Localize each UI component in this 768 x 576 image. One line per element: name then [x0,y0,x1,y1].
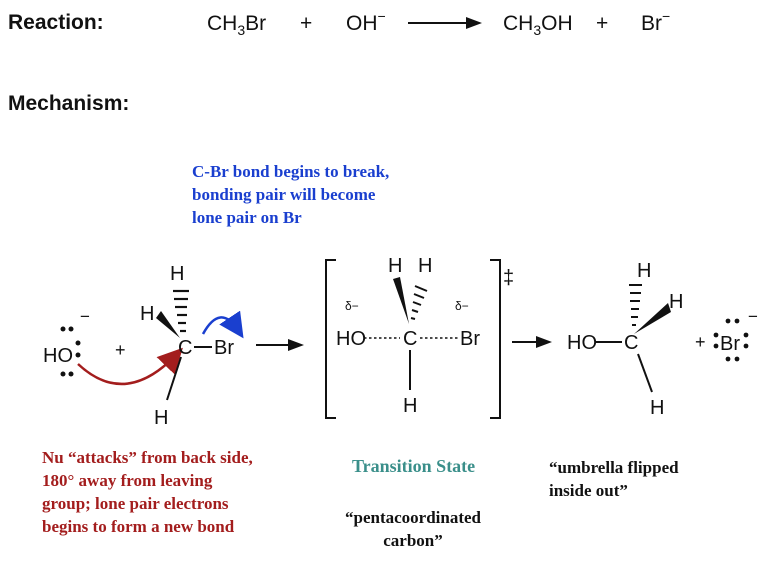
bond-break-line-2: bonding pair will become [192,185,376,204]
attack-line-1: Nu “attacks” from back side, [42,448,253,467]
methanol-product: HO C H H H [567,260,683,419]
reaction-plus-2: + [596,12,608,35]
ts-wedge-bond [393,277,409,324]
product-h-top: H [637,260,651,282]
pentacoordinated-line-2: carbon” [383,531,443,550]
bromide-text: Br [720,333,740,355]
umbrella-note: “umbrella flipped inside out” [549,456,679,502]
reactant-hydroxide: OH− [346,8,386,35]
reaction-equation: CH3Br + OH− CH3OH + Br− [207,8,670,38]
ts-carbon: C [403,328,417,350]
substrate-h-bottom: H [154,407,168,429]
reactant-ch3br: CH3Br [207,12,266,38]
bond-break-line-3: lone pair on Br [192,208,302,227]
umbrella-line-2: inside out” [549,481,628,500]
hydroxide-charge: − [80,307,90,326]
product-bromide: Br− [641,8,670,35]
product-ho: HO [567,332,597,354]
product-hashed-bond [629,284,642,326]
hashed-bond [173,289,189,333]
substrate-h-top: H [170,263,184,285]
ts-delta-left: δ− [345,299,359,313]
product-carbon: C [624,332,638,354]
mechanism-arrow-2 [512,336,552,348]
mechanism-label: Mechanism: [8,92,130,115]
ts-h-top-left: H [388,255,402,277]
attack-line-3: group; lone pair electrons [42,494,229,513]
substrate-h-left: H [140,303,154,325]
c-h-bond [166,356,182,401]
ts-delta-right: δ− [455,299,469,313]
reaction-label: Reaction: [8,11,104,34]
reaction-arrow [408,17,482,29]
substrate-leaving-group: Br [214,337,234,359]
pentacoordinated-note: “pentacoordinated carbon” [340,506,486,552]
ts-h-top-right: H [418,255,432,277]
transition-state: HO δ− C Br δ− H H H [336,255,480,417]
attack-arrow [77,347,183,386]
product-ch3oh: CH3OH [503,12,573,38]
mechanism-plus-1: + [115,340,126,360]
attack-note: Nu “attacks” from back side, 180° away f… [42,446,253,538]
pentacoordinated-line-1: “pentacoordinated [345,508,481,527]
attack-line-2: 180° away from leaving [42,471,213,490]
lone-pair-dots [60,326,81,377]
reaction-plus-1: + [300,12,312,35]
hydroxide-nucleophile: HO − [43,307,90,377]
ts-hashed-bond [410,285,428,320]
methyl-bromide: H H C Br H [140,263,234,429]
product-c-h-bond [637,353,653,393]
ts-br: Br [460,328,480,350]
right-bracket [490,259,501,419]
hydroxide-text: HO [43,345,73,367]
product-h-bottom: H [650,397,664,419]
bond-break-note: C-Br bond begins to break, bonding pair … [192,160,389,229]
wedge-bond [156,311,180,338]
double-dagger: ‡ [503,267,514,289]
product-wedge-bond [634,303,671,334]
left-bracket [325,259,336,419]
mechanism-arrow-1 [256,339,304,351]
transition-state-label: Transition State [352,456,476,476]
ts-h-bottom: H [403,395,417,417]
product-h-right: H [669,291,683,313]
bromide-lone-pairs [713,318,749,362]
attack-line-4: begins to form a new bond [42,517,235,536]
ts-ho: HO [336,328,366,350]
umbrella-line-1: “umbrella flipped [549,458,679,477]
bond-break-line-1: C-Br bond begins to break, [192,162,390,181]
bromide-charge: − [748,307,758,326]
mechanism-plus-2: + [695,332,706,352]
substrate-carbon: C [178,337,192,359]
bond-break-arrow [201,310,244,339]
bromide-ion: Br − [713,307,758,362]
